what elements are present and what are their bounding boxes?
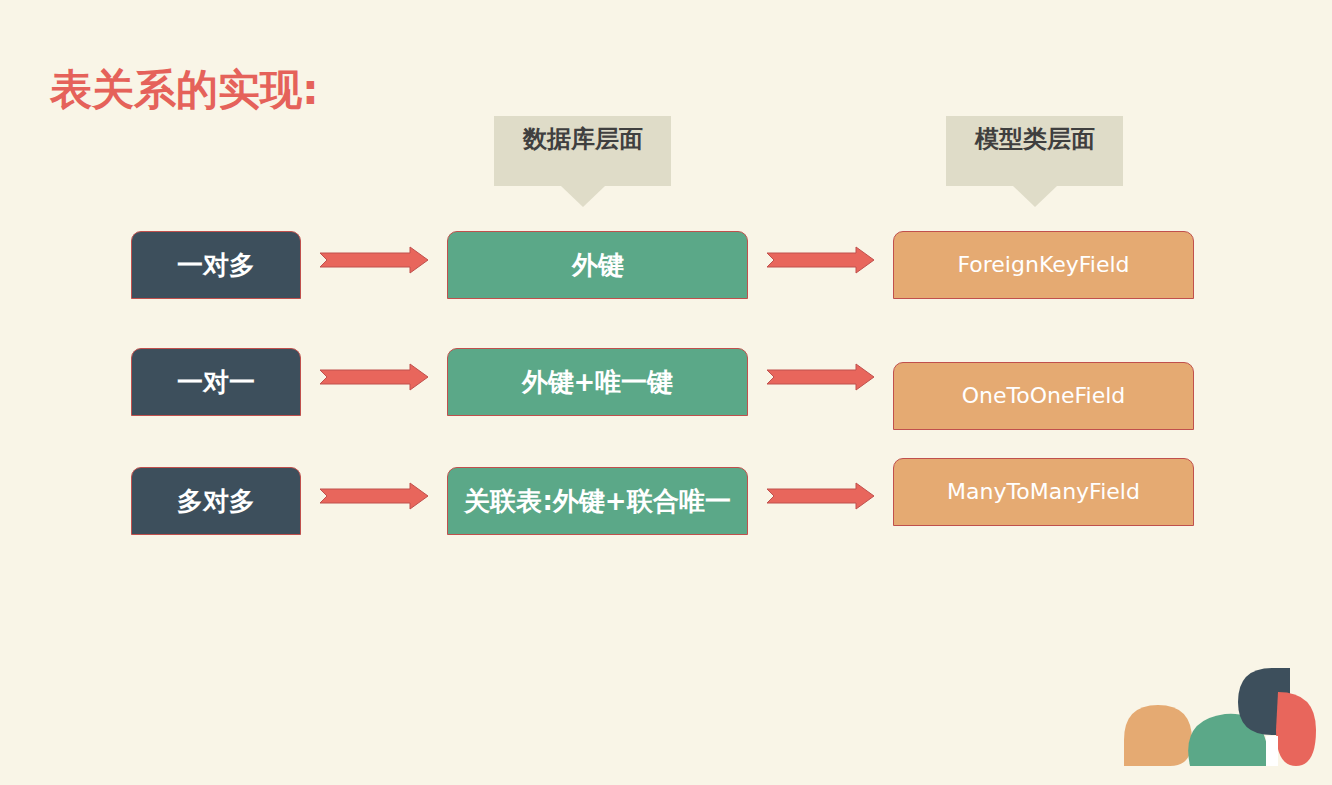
relation-box: 一对一 [131,348,301,416]
model-box: ForeignKeyField [893,231,1194,299]
callout-pointer [558,186,608,208]
callout-pointer-shape [1013,186,1057,207]
callout-pointer [1010,186,1060,208]
node-label: 多对多 [177,485,255,518]
node-label: 一对一 [177,366,255,399]
callout-pointer-shape [561,186,605,207]
database-box: 外键+唯一键 [447,348,748,416]
node-label: OneToOneField [962,382,1126,410]
model-box: ManyToManyField [893,458,1194,526]
title: 表关系的实现: [50,62,319,118]
node-label: 关联表:外键+联合唯一 [464,485,730,518]
block-arrow [320,364,428,390]
block-arrow [767,247,874,273]
header-callout: 模型类层面 [946,116,1123,186]
relation-box: 多对多 [131,467,301,535]
node-label: 一对多 [177,249,255,282]
node-label: 模型类层面 [975,124,1095,154]
node-label: 外键 [572,249,624,282]
deco-blob [1266,736,1278,766]
model-box: OneToOneField [893,362,1194,430]
node-label: ForeignKeyField [957,251,1129,279]
relation-box: 一对多 [131,231,301,299]
database-box: 外键 [447,231,748,299]
header-callout: 数据库层面 [494,116,671,186]
block-arrow [767,483,874,509]
block-arrow [320,483,428,509]
node-label: ManyToManyField [947,478,1140,506]
block-arrow [767,364,874,390]
database-box: 关联表:外键+联合唯一 [447,467,748,535]
node-label: 数据库层面 [523,124,643,154]
node-label: 外键+唯一键 [522,366,674,399]
deco-blob [1276,692,1316,766]
deco-blob [1124,705,1192,766]
block-arrow [320,247,428,273]
